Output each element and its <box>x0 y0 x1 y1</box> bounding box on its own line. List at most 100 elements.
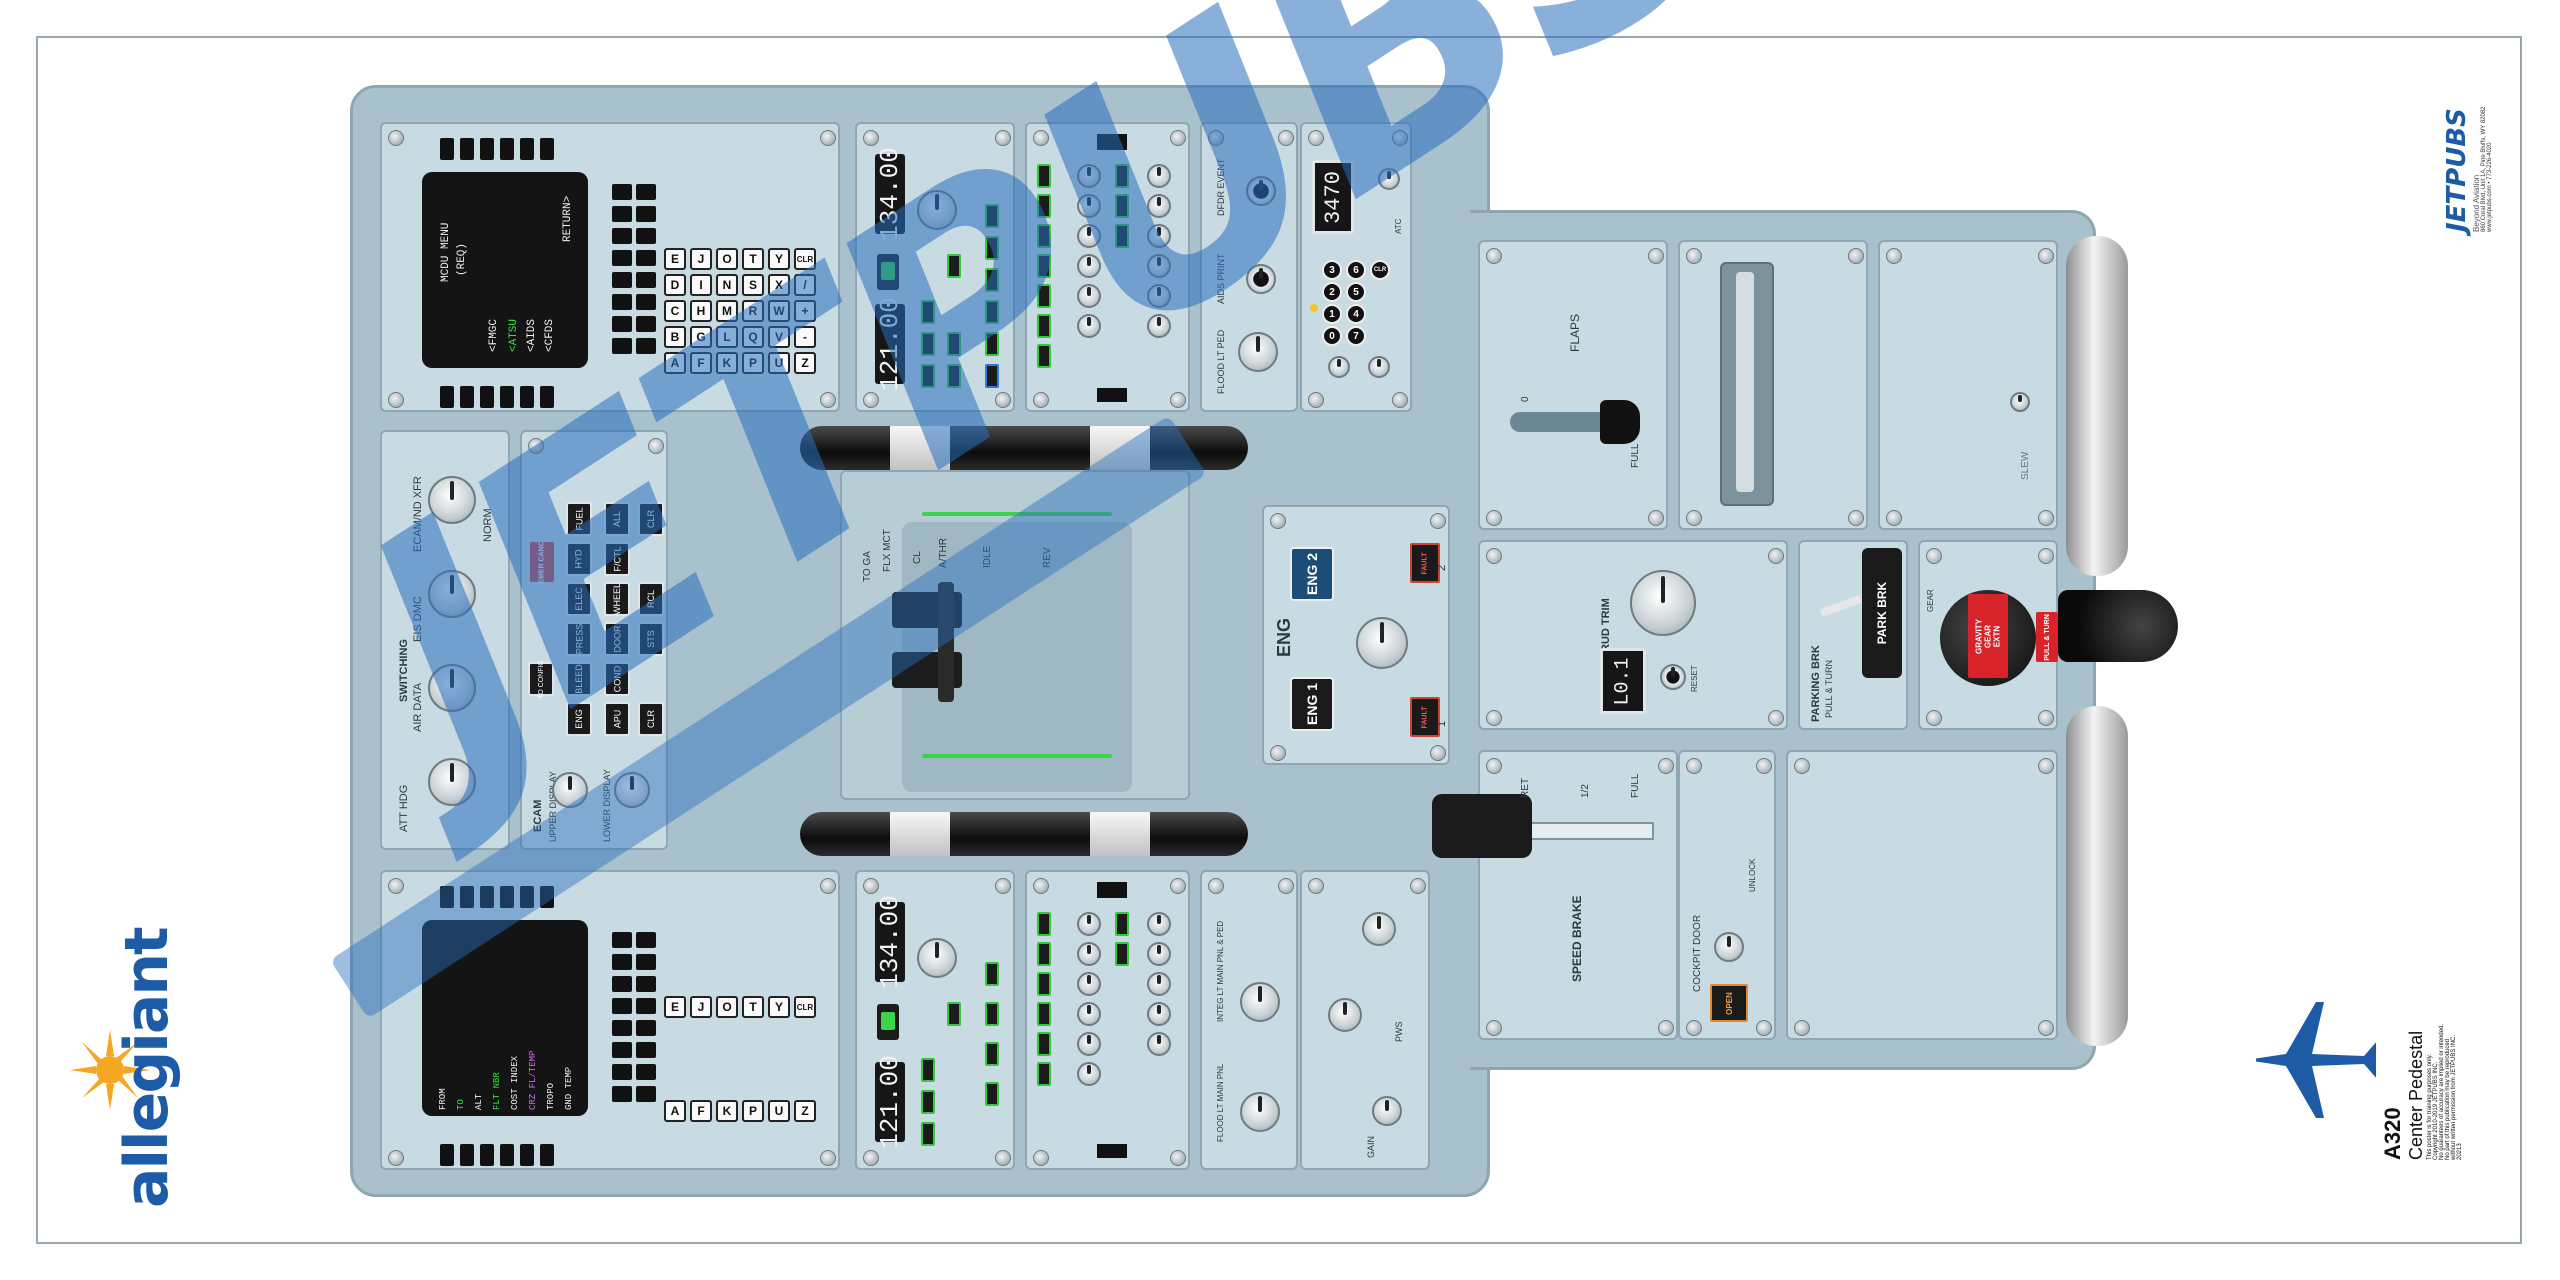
acp2-int-volume[interactable] <box>1077 1062 1101 1086</box>
am-button[interactable] <box>947 254 961 278</box>
att-hdg-selector[interactable] <box>428 758 476 806</box>
mcdu2-key-z[interactable]: Z <box>794 1100 816 1122</box>
flaps-lever[interactable] <box>1600 400 1640 444</box>
ecam-press-button[interactable]: PRESS <box>566 622 592 656</box>
mcdu2-key-e[interactable]: E <box>664 996 686 1018</box>
hf2-button[interactable] <box>947 332 961 356</box>
radar-mode-knob[interactable] <box>1362 912 1396 946</box>
park-brk-handle[interactable]: PARK BRK <box>1862 548 1902 678</box>
mcdu-key-f[interactable]: F <box>690 352 712 374</box>
acp2-hf1-volume[interactable] <box>1077 1002 1101 1026</box>
acp-ils-volume[interactable] <box>1147 254 1171 278</box>
mcdu2-key-y[interactable]: Y <box>768 996 790 1018</box>
acp-vhf2-volume[interactable] <box>1077 194 1101 218</box>
acp-call-1[interactable] <box>1115 164 1129 188</box>
ecam-bleed-button[interactable]: BLEED <box>566 662 592 696</box>
acp-hf2-transmit[interactable] <box>1037 284 1051 308</box>
atc-mode-selector[interactable] <box>1328 356 1350 378</box>
mcdu-key-z[interactable]: Z <box>794 352 816 374</box>
mcdu-key-clr[interactable]: CLR <box>794 248 816 270</box>
rudder-trim-reset-button[interactable] <box>1660 664 1686 690</box>
air-data-selector[interactable] <box>428 664 476 712</box>
acp-call-2[interactable] <box>1115 194 1129 218</box>
acp2-vhf2-volume[interactable] <box>1077 942 1101 966</box>
lower-display-brightness-knob[interactable] <box>614 772 650 808</box>
vhf1-button[interactable] <box>921 364 935 388</box>
trim-wheel-upper[interactable] <box>800 426 1248 470</box>
acp2-vor1-volume[interactable] <box>1147 912 1171 936</box>
ecam-all-button[interactable]: ALL <box>604 502 630 536</box>
acp-adf-volume[interactable] <box>1147 284 1171 308</box>
nav-button[interactable] <box>985 364 999 388</box>
acp-vhf3-transmit[interactable] <box>1037 224 1051 248</box>
mcdu-key-c[interactable]: C <box>664 300 686 322</box>
acp-vhf1-transmit[interactable] <box>1037 164 1051 188</box>
acp2-vhf1-transmit[interactable] <box>1037 912 1051 936</box>
mcdu-key-r[interactable]: R <box>742 300 764 322</box>
atc-key-2[interactable]: 2 <box>1322 282 1342 302</box>
ecam-nd-xfr-selector[interactable] <box>428 476 476 524</box>
vhf3-button[interactable] <box>921 300 935 324</box>
acp-mkr-volume[interactable] <box>1147 224 1171 248</box>
atc-key-clr[interactable]: CLR <box>1370 260 1390 280</box>
upper-display-brightness-knob[interactable] <box>552 772 588 808</box>
mcdu-key-slash[interactable]: / <box>794 274 816 296</box>
speed-brake-lever[interactable] <box>1432 794 1532 858</box>
acp2-vhf3-transmit[interactable] <box>1037 972 1051 996</box>
mcdu-key-g[interactable]: G <box>690 326 712 348</box>
mcdu-key-n[interactable]: N <box>716 274 738 296</box>
ecam-fuel-button[interactable]: FUEL <box>566 502 592 536</box>
mcdu-key-minus[interactable]: - <box>794 326 816 348</box>
atc-key-7[interactable]: 7 <box>1346 326 1366 346</box>
mcdu-key-s[interactable]: S <box>742 274 764 296</box>
mcdu-key-i[interactable]: I <box>690 274 712 296</box>
eis-dmc-selector[interactable] <box>428 570 476 618</box>
ecam-eng-button[interactable]: ENG <box>566 702 592 736</box>
mls-button[interactable] <box>985 236 999 260</box>
acp-vhf1-volume[interactable] <box>1077 164 1101 188</box>
tcas-mode-selector[interactable] <box>1368 356 1390 378</box>
eng2-master-switch[interactable]: ENG 2 <box>1290 547 1334 601</box>
mcdu-key-a[interactable]: A <box>664 352 686 374</box>
acp-int-transmit[interactable] <box>1037 314 1051 338</box>
vhf2-2-button[interactable] <box>921 1090 935 1114</box>
ecam-elec-button[interactable]: ELEC <box>566 582 592 616</box>
acp2-vhf3-volume[interactable] <box>1077 972 1101 996</box>
dfdr-event-button[interactable] <box>1246 176 1276 206</box>
acp-call-3[interactable] <box>1115 224 1129 248</box>
radar-gain-knob[interactable] <box>1372 1096 1402 1126</box>
acp2-vhf2-transmit[interactable] <box>1037 942 1051 966</box>
mcdu2-key-clr[interactable]: CLR <box>794 996 816 1018</box>
ecam-wheel-button[interactable]: WHEEL <box>604 582 630 616</box>
integ-lt-knob[interactable] <box>1240 982 1280 1022</box>
to-config-button[interactable]: TO CONFIG <box>528 660 554 698</box>
acp-vor1-volume[interactable] <box>1147 164 1171 188</box>
atc-key-1[interactable]: 1 <box>1322 304 1342 324</box>
radar-tilt-knob[interactable] <box>1328 998 1362 1032</box>
mcdu-key-t[interactable]: T <box>742 248 764 270</box>
acp2-ils-volume[interactable] <box>1147 1002 1171 1026</box>
acp-cab-transmit[interactable] <box>1037 344 1051 368</box>
ecam-apu-button[interactable]: APU <box>604 702 630 736</box>
mcdu-key-m[interactable]: M <box>716 300 738 322</box>
acp2-vhf1-volume[interactable] <box>1077 912 1101 936</box>
emer-canc-button[interactable]: EMER CANC <box>530 541 554 583</box>
ils-button[interactable] <box>985 300 999 324</box>
mcdu-key-j[interactable]: J <box>690 248 712 270</box>
mcdu2-key-t[interactable]: T <box>742 996 764 1018</box>
vhf2-button[interactable] <box>921 332 935 356</box>
acp-vhf3-volume[interactable] <box>1077 224 1101 248</box>
flood-main-knob[interactable] <box>1240 1092 1280 1132</box>
aft-latch[interactable] <box>2010 392 2030 412</box>
mcdu-key-w[interactable]: W <box>768 300 790 322</box>
ecam-hyd-button[interactable]: HYD <box>566 542 592 576</box>
rmp2-freq-knob[interactable] <box>917 938 957 978</box>
mcdu2-key-k[interactable]: K <box>716 1100 738 1122</box>
acp-adf2-volume[interactable] <box>1147 314 1171 338</box>
atc-key-0[interactable]: 0 <box>1322 326 1342 346</box>
atc-key-3[interactable]: 3 <box>1322 260 1342 280</box>
mcdu-key-k[interactable]: K <box>716 352 738 374</box>
atc-key-6[interactable]: 6 <box>1346 260 1366 280</box>
ecam-sts-button[interactable]: STS <box>638 622 664 656</box>
acp2-hf1-transmit[interactable] <box>1037 1002 1051 1026</box>
